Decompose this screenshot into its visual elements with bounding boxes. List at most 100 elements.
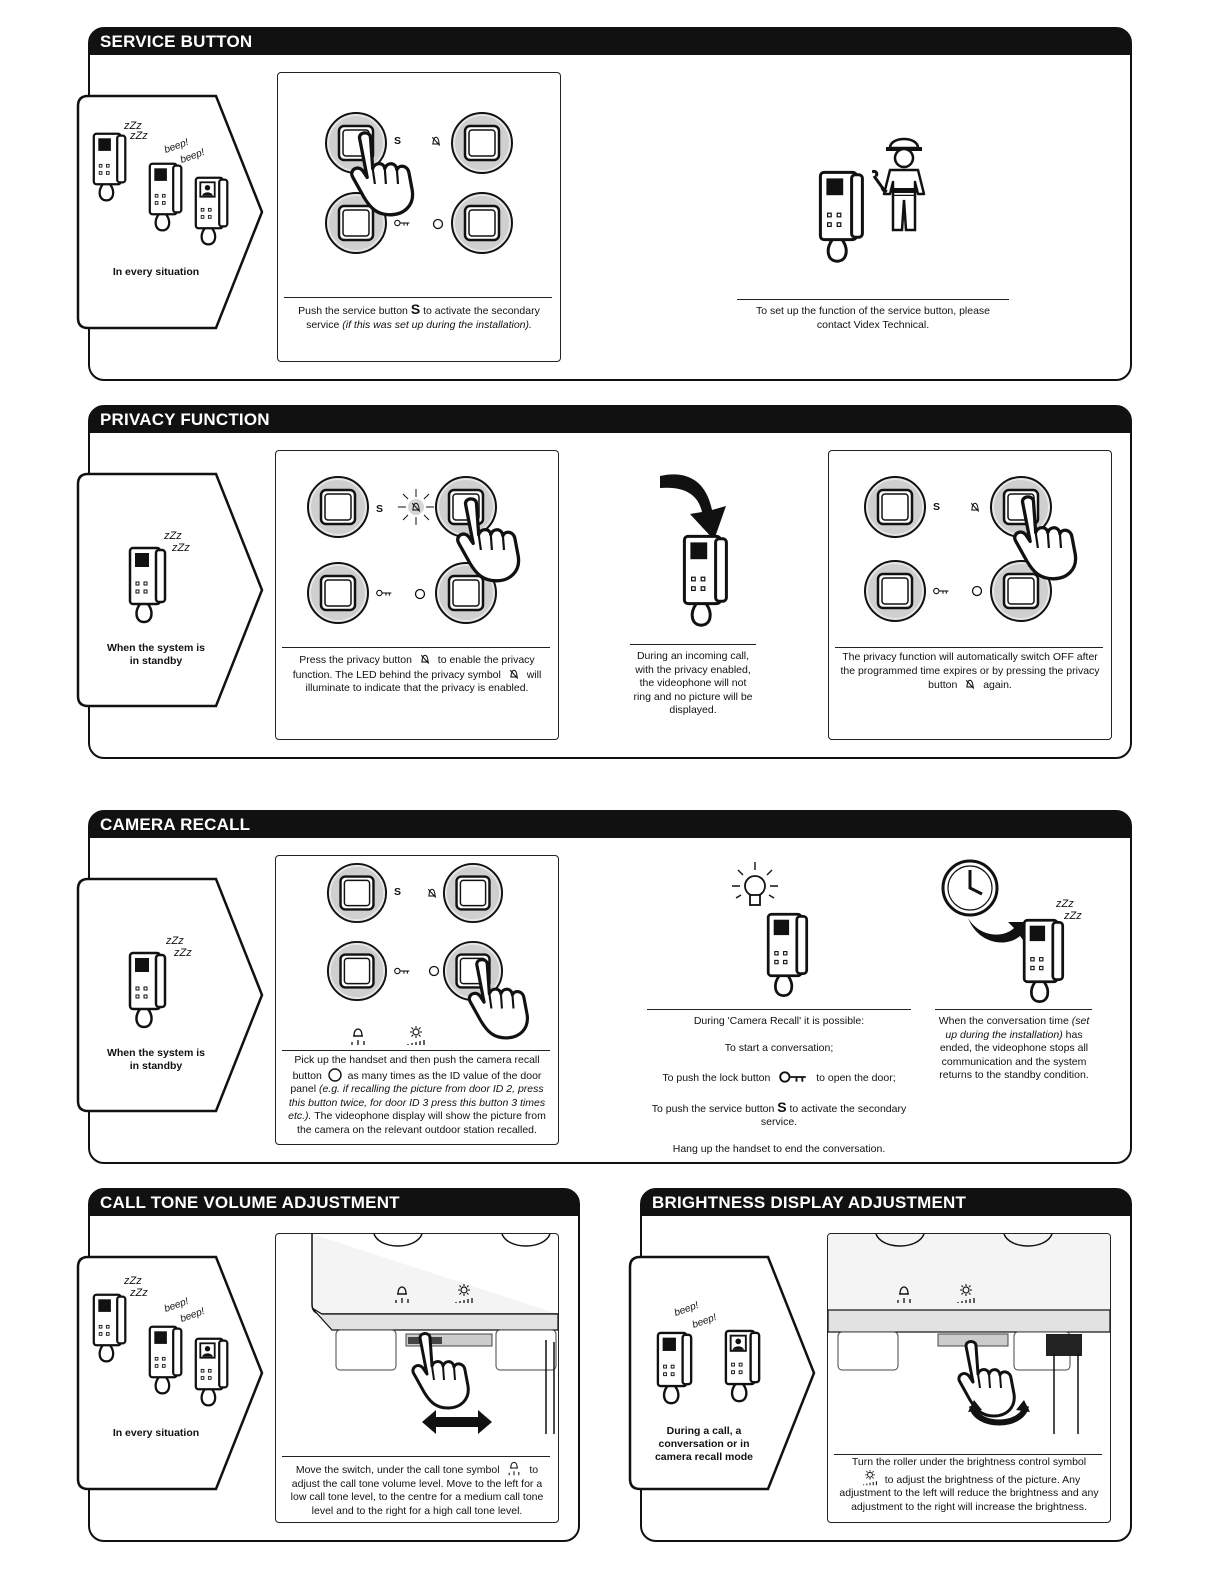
service-panel: S Push the service button S to activate … bbox=[277, 72, 561, 362]
situation-label: In every situation bbox=[112, 266, 200, 278]
videophone-icon bbox=[128, 951, 168, 1031]
videophone-icon bbox=[148, 1325, 184, 1397]
privacy-bell-icon bbox=[969, 501, 981, 513]
button-icon bbox=[863, 475, 927, 539]
videophone-icon bbox=[194, 1337, 230, 1409]
videophone-icon bbox=[682, 534, 730, 630]
privacy-panel-disable: S The privacy function will automaticall… bbox=[828, 450, 1112, 740]
clock-icon bbox=[941, 859, 1030, 944]
privacy-bell-icon bbox=[430, 135, 442, 147]
videophone-icon bbox=[656, 1331, 694, 1407]
videophone-icon bbox=[818, 170, 866, 266]
situation-label: During a call, a conversation or in came… bbox=[654, 1425, 754, 1463]
double-arrow-icon bbox=[422, 1410, 492, 1434]
situation-tab: zZz zZz beep! beep! In every situation bbox=[76, 94, 266, 330]
videophone-icon bbox=[92, 1293, 128, 1365]
privacy-bell-icon bbox=[964, 678, 976, 690]
privacy-bell-icon bbox=[410, 501, 422, 513]
camera-recall-button-icon bbox=[328, 1067, 342, 1082]
key-icon bbox=[394, 967, 410, 975]
situation-tab: zZz zZz When the system is in standby bbox=[76, 877, 266, 1113]
camera-recall-caption: Pick up the handset and then push the ca… bbox=[288, 1054, 546, 1136]
sun-icon bbox=[956, 1284, 976, 1304]
zzz-label: zZz bbox=[124, 120, 142, 132]
call-tone-caption: Move the switch, under the call tone sym… bbox=[284, 1460, 550, 1518]
call-tone-panel: Move the switch, under the call tone sym… bbox=[275, 1233, 559, 1523]
button-icon bbox=[306, 561, 370, 625]
service-s-icon: S bbox=[376, 503, 384, 515]
led-icon bbox=[414, 588, 426, 600]
button-icon bbox=[306, 475, 370, 539]
zzz-label: zZz bbox=[1056, 898, 1074, 910]
sun-icon bbox=[454, 1284, 474, 1304]
device-underside-illustration bbox=[828, 1234, 1110, 1434]
button-icon bbox=[442, 862, 504, 924]
privacy-incoming-caption: During an incoming call, with the privac… bbox=[633, 650, 753, 716]
finger-press-icon bbox=[454, 495, 532, 583]
finger-press-icon bbox=[466, 956, 540, 1040]
finger-press-icon bbox=[348, 129, 426, 217]
button-icon bbox=[326, 940, 388, 1002]
section-title: SERVICE BUTTON bbox=[90, 29, 1130, 55]
zzz-label: zZz bbox=[1064, 910, 1082, 922]
videophone-icon bbox=[1022, 918, 1066, 1006]
brightness-panel: Turn the roller under the brightness con… bbox=[827, 1233, 1111, 1523]
led-icon bbox=[971, 585, 983, 597]
situation-tab: beep! beep! During a call, a conversatio… bbox=[628, 1255, 818, 1491]
speaker-icon bbox=[506, 1460, 522, 1476]
section-title: PRIVACY FUNCTION bbox=[90, 407, 1130, 433]
finger-press-icon bbox=[1011, 493, 1089, 581]
situation-label: In every situation bbox=[112, 1427, 200, 1439]
button-icon bbox=[450, 111, 514, 175]
speaker-icon bbox=[894, 1284, 914, 1304]
videophone-icon bbox=[92, 132, 128, 204]
videophone-icon bbox=[724, 1329, 762, 1405]
service-s-icon: S bbox=[933, 501, 941, 513]
button-icon bbox=[450, 191, 514, 255]
service-s-icon: S bbox=[394, 135, 402, 147]
section-title: CAMERA RECALL bbox=[90, 812, 1130, 838]
button-icon bbox=[863, 559, 927, 623]
zzz-label: zZz bbox=[174, 947, 192, 959]
speaker-icon bbox=[348, 1026, 368, 1046]
zzz-label: zZz bbox=[164, 530, 182, 542]
speaker-icon bbox=[392, 1284, 412, 1304]
brightness-caption: Turn the roller under the brightness con… bbox=[839, 1456, 1099, 1513]
service-s-icon: S bbox=[394, 886, 402, 898]
key-icon bbox=[376, 589, 392, 597]
zzz-label: zZz bbox=[172, 542, 190, 554]
videophone-icon bbox=[766, 912, 810, 1000]
situation-tab: zZz zZz beep! beep! In every situation bbox=[76, 1255, 266, 1491]
privacy-enable-caption: Press the privacy button to enable the p… bbox=[292, 654, 542, 694]
situation-label: When the system is in standby bbox=[106, 642, 206, 667]
rotate-arrow-icon bbox=[968, 1400, 1030, 1426]
situation-label: When the system is in standby bbox=[106, 1047, 206, 1072]
sun-icon bbox=[862, 1470, 878, 1486]
section-title: BRIGHTNESS DISPLAY ADJUSTMENT bbox=[642, 1190, 1130, 1216]
arrow-down-icon bbox=[660, 474, 726, 540]
key-icon bbox=[933, 587, 949, 595]
section-title: CALL TONE VOLUME ADJUSTMENT bbox=[90, 1190, 578, 1216]
camera-recall-options: During 'Camera Recall' it is possible: T… bbox=[651, 1015, 907, 1155]
zzz-label: zZz bbox=[124, 1275, 142, 1287]
button-icon bbox=[326, 862, 388, 924]
videophone-icon bbox=[128, 546, 168, 626]
zzz-label: zZz bbox=[130, 1287, 148, 1299]
finger-press-icon bbox=[410, 1330, 480, 1410]
service-setup-caption: To set up the function of the service bu… bbox=[755, 305, 991, 331]
camera-recall-end-caption: When the conversation time (set up durin… bbox=[938, 1015, 1090, 1081]
key-icon bbox=[394, 219, 410, 227]
zzz-label: zZz bbox=[130, 130, 148, 142]
situation-tab: zZz zZz When the system is in standby bbox=[76, 472, 266, 708]
bulb-icon bbox=[732, 862, 778, 906]
sun-icon bbox=[406, 1026, 426, 1046]
videophone-icon bbox=[194, 176, 230, 248]
videophone-icon bbox=[148, 162, 184, 234]
key-icon bbox=[777, 1070, 809, 1084]
privacy-bell-icon bbox=[508, 668, 520, 680]
led-icon bbox=[432, 218, 444, 230]
privacy-bell-icon bbox=[426, 887, 438, 899]
camera-recall-panel: S Pick up the handset and then push the … bbox=[275, 855, 559, 1145]
zzz-label: zZz bbox=[166, 935, 184, 947]
led-icon bbox=[428, 965, 440, 977]
